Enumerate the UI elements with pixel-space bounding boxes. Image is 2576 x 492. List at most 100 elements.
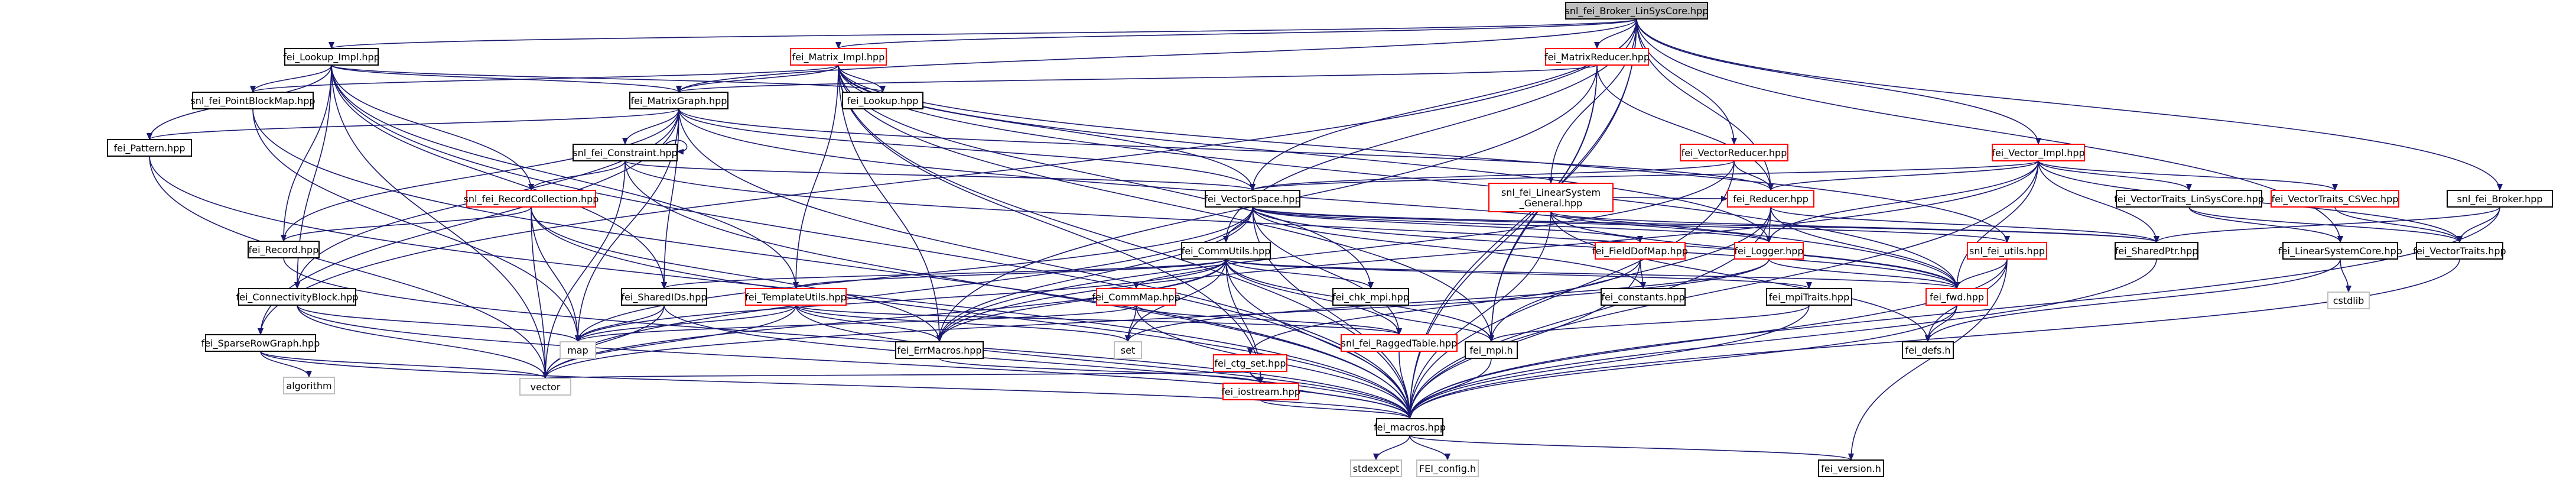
edge-sparse_row_graph-to-algorithm: [260, 351, 312, 378]
node-chk-mpi[interactable]: fei_chk_mpi.hpp: [1332, 288, 1409, 306]
edge-vector_impl-to-fwd: [1954, 160, 2039, 289]
node-shared-ids[interactable]: fei_SharedIDs.hpp: [621, 288, 707, 306]
edge-constraint-to-fwd: [625, 160, 1960, 289]
node-ragged-table[interactable]: snl_fei_RaggedTable.hpp: [1341, 334, 1458, 352]
edge-mpi_h-to-macros: [1407, 358, 1492, 419]
node-constraint[interactable]: snl_fei_Constraint.hpp: [573, 144, 678, 161]
node-box: [248, 241, 320, 258]
edge-matrix_impl-to-matrix_graph: [676, 64, 839, 93]
node-lookup-impl[interactable]: fei_Lookup_Impl.hpp: [283, 48, 380, 66]
edge-reducer-to-shared_ptr: [1770, 206, 2159, 243]
edge-vector_space-to-shared_ptr: [1252, 206, 2159, 243]
edge-pattern-to-vector: [149, 156, 548, 379]
node-comm-utils[interactable]: fei_CommUtils.hpp: [1181, 242, 1271, 260]
node-reducer[interactable]: fei_Reducer.hpp: [1727, 190, 1814, 208]
node-label: fei_FieldDofMap.hpp: [1592, 245, 1688, 257]
node-vector-reducer[interactable]: fei_VectorReducer.hpp: [1680, 144, 1788, 161]
node-box: [2447, 190, 2553, 208]
node-snl-broker[interactable]: snl_fei_Broker.hpp: [2447, 190, 2553, 208]
edge-matrix_impl-to-vector_space: [838, 64, 1256, 191]
edge-shared_ptr-to-macros: [1407, 258, 2157, 419]
edge-matrix_graph-to-record: [281, 108, 679, 242]
node-fwd[interactable]: fei_fwd.hpp: [1926, 288, 1988, 306]
edge-record_collection-to-macros: [531, 206, 1413, 419]
node-label: fei_ctg_set.hpp: [1214, 358, 1286, 370]
node-linear-system-core[interactable]: fei_LinearSystemCore.hpp: [2278, 242, 2402, 260]
node-field-dof-map[interactable]: fei_FieldDofMap.hpp: [1592, 242, 1688, 260]
node-logger[interactable]: fei_Logger.hpp: [1734, 242, 1804, 260]
edge-matrix_impl-to-lookup: [838, 64, 886, 93]
node-matrix-reducer[interactable]: fei_MatrixReducer.hpp: [1544, 48, 1650, 66]
node-box: [2115, 242, 2198, 260]
node-template-utils[interactable]: fei_TemplateUtils.hpp: [745, 288, 847, 306]
node-box: [1565, 2, 1708, 20]
node-record[interactable]: fei_Record.hpp: [248, 241, 320, 258]
edge-matrix_impl-to-err_macros: [838, 64, 942, 342]
node-lookup[interactable]: fei_Lookup.hpp: [842, 92, 923, 109]
node-label: fei_ErrMacros.hpp: [897, 345, 981, 357]
node-set: set: [1114, 341, 1142, 359]
node-label: fei_iostream.hpp: [1221, 386, 1300, 398]
node-linsys-general[interactable]: snl_fei_LinearSystem_General.hpp: [1488, 183, 1614, 212]
node-constants[interactable]: fei_constants.hpp: [1601, 288, 1686, 306]
node-label: set: [1121, 345, 1135, 356]
node-label: fei_MatrixReducer.hpp: [1544, 51, 1650, 63]
node-box: [1601, 288, 1686, 306]
node-snl-utils[interactable]: snl_fei_utils.hpp: [1967, 242, 2047, 260]
node-label: fei_VectorSpace.hpp: [1204, 193, 1300, 205]
edge-lookup_impl-to-template_utils: [331, 64, 799, 289]
edge-vector_impl-to-reducer: [1768, 160, 2039, 191]
node-point-block-map[interactable]: snl_fei_PointBlockMap.hpp: [190, 92, 316, 109]
node-record-collection[interactable]: snl_fei_RecordCollection.hpp: [464, 190, 599, 208]
node-vector-impl[interactable]: fei_Vector_Impl.hpp: [1992, 144, 2085, 161]
node-ctg-set[interactable]: fei_ctg_set.hpp: [1213, 354, 1287, 372]
node-err-macros[interactable]: fei_ErrMacros.hpp: [895, 341, 984, 359]
node-box: [1766, 288, 1852, 306]
node-box: [1416, 459, 1479, 477]
node-vector-traits[interactable]: fei_VectorTraits.hpp: [2413, 242, 2506, 260]
edge-connectivity_block-to-map: [297, 305, 581, 342]
node-box: [629, 92, 728, 109]
node-label: fei_fwd.hpp: [1930, 292, 1984, 303]
node-version[interactable]: fei_version.h: [1818, 459, 1884, 477]
edge-lookup_impl-to-lookup: [331, 64, 886, 93]
node-comm-map[interactable]: fei_CommMap.hpp: [1092, 288, 1180, 306]
node-shared-ptr[interactable]: fei_SharedPtr.hpp: [2115, 242, 2198, 260]
node-box: [1205, 190, 1300, 208]
node-label: fei_mpiTraits.hpp: [1769, 292, 1850, 303]
edge-connectivity_block-to-vector: [297, 305, 548, 379]
node-box: [1902, 341, 1954, 359]
node-box: [2271, 190, 2399, 208]
node-label: cstdlib: [2333, 295, 2364, 306]
node-label: fei_LinearSystemCore.hpp: [2278, 245, 2402, 257]
node-iostream[interactable]: fei_iostream.hpp: [1221, 383, 1300, 400]
edge-vector_impl-to-macros: [1407, 160, 2039, 419]
node-connectivity-block[interactable]: fei_ConnectivityBlock.hpp: [236, 288, 359, 306]
node-label: fei_VectorTraits_CSVec.hpp: [2272, 193, 2399, 205]
node-mpi-h[interactable]: fei_mpi.h: [1465, 341, 1518, 359]
node-matrix-impl[interactable]: fei_Matrix_Impl.hpp: [790, 48, 887, 66]
node-label: fei_mpi.h: [1469, 345, 1513, 357]
node-label: fei_ConnectivityBlock.hpp: [236, 292, 359, 303]
node-matrix-graph[interactable]: fei_MatrixGraph.hpp: [629, 92, 728, 109]
edge-matrix_reducer-to-reducer: [1596, 64, 1774, 191]
node-box: [466, 190, 596, 208]
edge-template_utils-to-ragged_table: [795, 305, 1402, 335]
node-mpi-traits[interactable]: fei_mpiTraits.hpp: [1766, 288, 1852, 306]
node-root[interactable]: snl_fei_Broker_LinSysCore.hpp: [1565, 2, 1709, 20]
node-macros[interactable]: fei_macros.hpp: [1374, 418, 1446, 436]
edge-vector_space-to-ragged_table: [1252, 206, 1402, 335]
node-vt-linsyscore[interactable]: fei_VectorTraits_LinSysCore.hpp: [2114, 190, 2264, 208]
node-label: fei_defs.h: [1905, 345, 1950, 357]
node-vector-space[interactable]: fei_VectorSpace.hpp: [1204, 190, 1301, 208]
edge-macros-to-version: [1409, 435, 1854, 461]
edge-chk_mpi-to-mpi_h: [1370, 305, 1494, 342]
node-pattern[interactable]: fei_Pattern.hpp: [107, 139, 192, 157]
edge-comm_map-to-set: [1125, 305, 1137, 342]
edge-comm_utils-to-map: [575, 258, 1227, 342]
node-defs-h[interactable]: fei_defs.h: [1902, 341, 1954, 359]
edge-shared_ids-to-macros: [663, 305, 1413, 419]
node-sparse-row-graph[interactable]: fei_SparseRowGraph.hpp: [201, 334, 320, 352]
node-vt-csvec[interactable]: fei_VectorTraits_CSVec.hpp: [2271, 190, 2399, 208]
